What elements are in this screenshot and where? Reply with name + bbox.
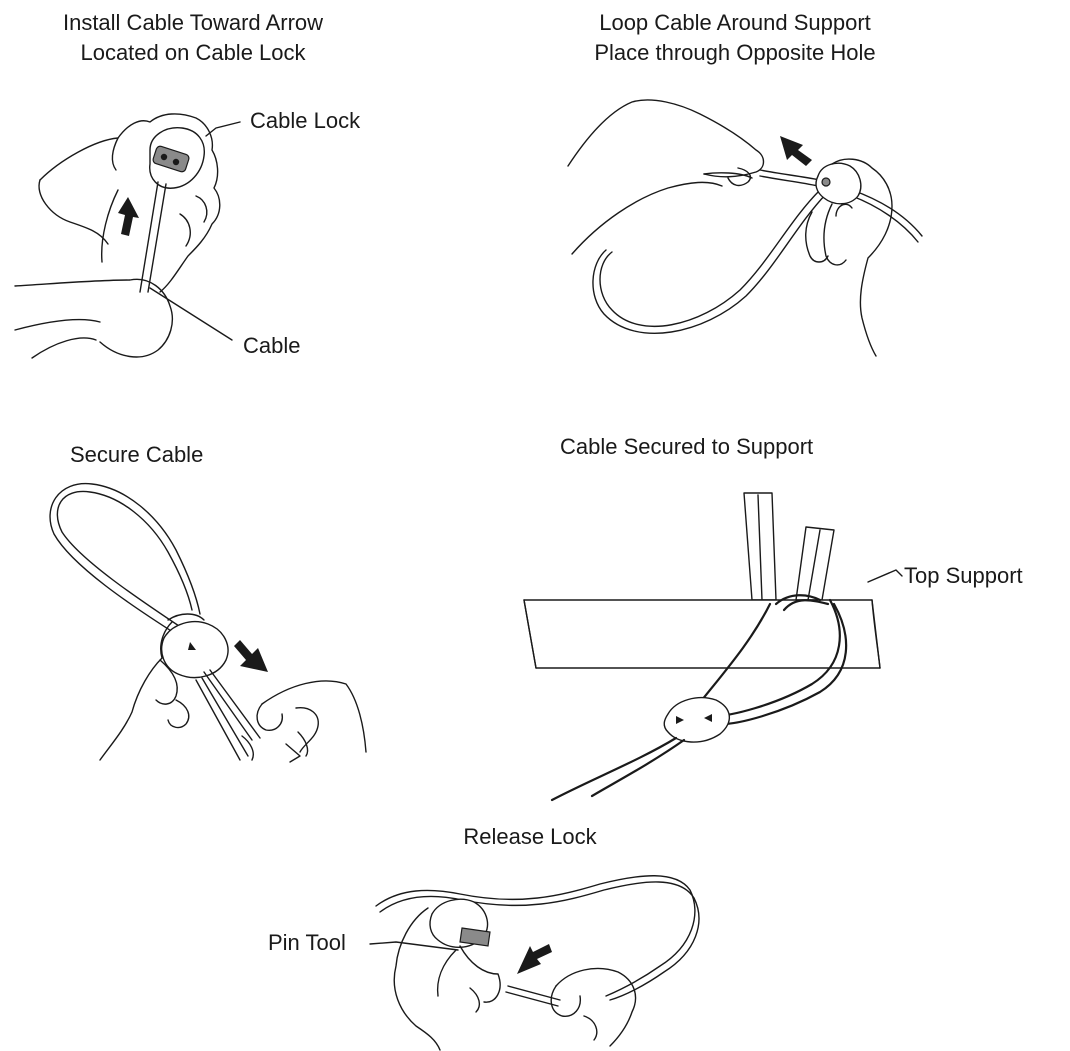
direction-arrow-icon: [517, 944, 552, 974]
cable-arc: [376, 876, 695, 996]
right-hand: [556, 968, 636, 1046]
